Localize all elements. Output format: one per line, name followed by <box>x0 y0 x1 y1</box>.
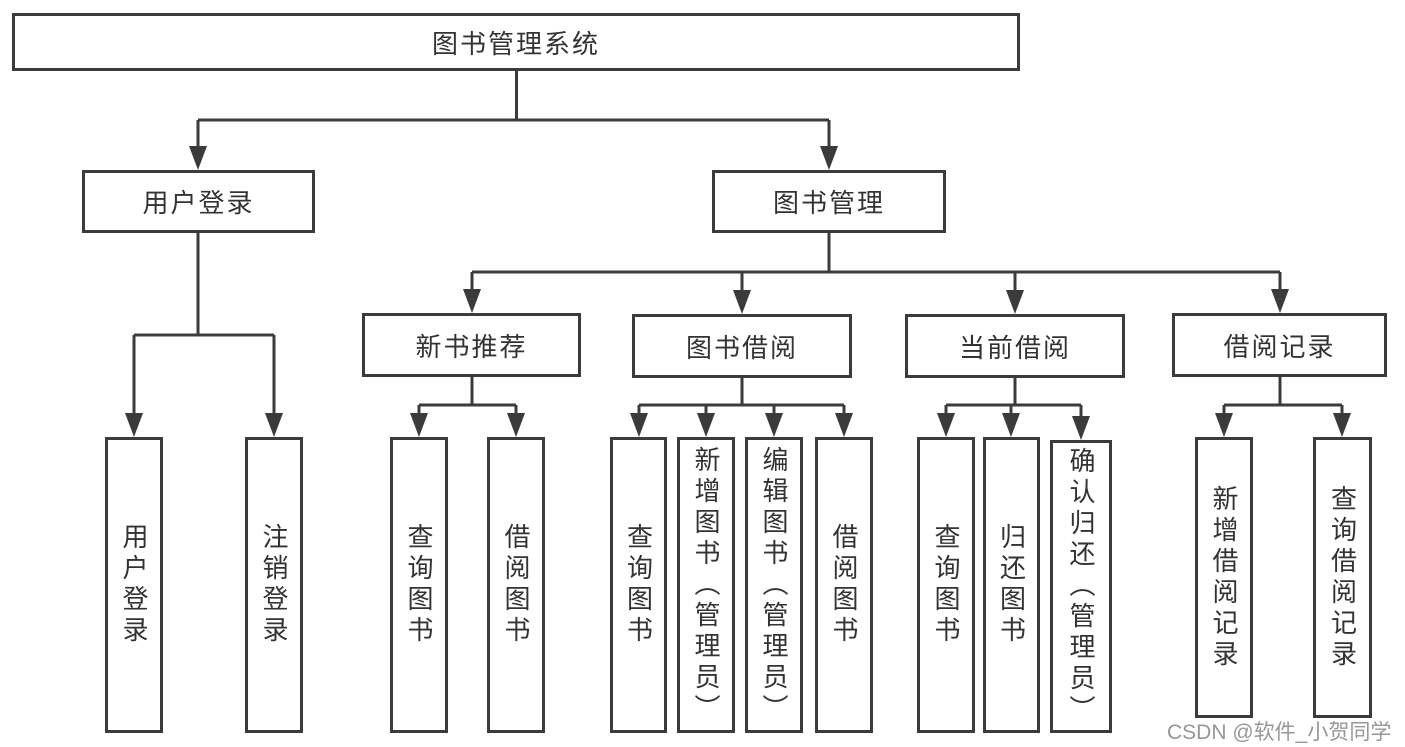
node-label: 图书管理系统 <box>431 28 600 59</box>
node-book-borrow: 图书借阅 <box>632 314 852 378</box>
leaf-record-query-record: 查询借阅记录 <box>1313 437 1372 718</box>
arrow-to-borrow-record <box>1271 289 1289 313</box>
arrow-to-book-borrow <box>733 290 751 314</box>
arrow-to-leaf-bb-borrow <box>835 413 853 437</box>
edge-login-to-leaves <box>132 233 276 417</box>
node-label: 图书借阅 <box>685 332 798 363</box>
edge-borrow-to-leaves <box>637 378 846 417</box>
arrow-to-leaf-logout <box>265 413 283 437</box>
leaf-user-login: 用户登录 <box>105 437 163 733</box>
node-label: 借阅图书 <box>829 523 859 647</box>
csdn-watermark: CSDN @软件_小贺同学 <box>1167 721 1392 744</box>
arrow-to-user-login <box>189 146 207 170</box>
arrow-to-leaf-bb-add <box>697 413 715 437</box>
node-label: 查询借阅记录 <box>1327 484 1358 671</box>
node-label: 新书推荐 <box>415 331 528 362</box>
node-label: 查询图书 <box>404 523 434 647</box>
edge-record-to-leaves <box>1222 377 1344 417</box>
leaf-current-return-book: 归还图书 <box>983 437 1040 733</box>
node-label: 新增图书（管理员） <box>691 445 721 725</box>
edge-rec-to-leaves <box>417 377 518 417</box>
node-label: 当前借阅 <box>958 332 1071 363</box>
node-user-login-group: 用户登录 <box>82 170 315 233</box>
leaf-record-add-record: 新增借阅记录 <box>1195 437 1253 718</box>
node-label: 用户登录 <box>119 523 149 647</box>
leaf-recommend-borrow-book: 借阅图书 <box>487 437 545 733</box>
edge-mgmt-to-level3 <box>470 233 1282 293</box>
edge-current-to-leaves <box>944 378 1083 420</box>
arrow-to-leaf-br-query <box>1333 413 1351 437</box>
arrow-to-leaf-bb-edit <box>765 413 783 437</box>
arrow-to-leaf-cb-query <box>937 413 955 437</box>
arrow-to-current-borrow <box>1006 290 1024 314</box>
arrow-to-leaf-br-add <box>1215 413 1233 437</box>
arrow-to-leaf-cb-confirm <box>1072 416 1090 440</box>
node-current-borrow: 当前借阅 <box>905 314 1125 378</box>
leaf-borrow-query-book: 查询图书 <box>610 437 667 733</box>
node-label: 归还图书 <box>996 523 1027 647</box>
node-library-management-system: 图书管理系统 <box>12 13 1020 71</box>
node-label: 注销登录 <box>259 523 289 647</box>
leaf-current-confirm-return-admin: 确认归还（管理员） <box>1050 440 1112 733</box>
node-label: 用户登录 <box>142 188 255 218</box>
leaf-borrow-add-book-admin: 新增图书（管理员） <box>677 437 735 733</box>
node-label: 编辑图书（管理员） <box>759 445 789 725</box>
leaf-current-query-book: 查询图书 <box>917 437 975 733</box>
leaf-borrow-edit-book-admin: 编辑图书（管理员） <box>745 437 803 733</box>
node-borrow-record: 借阅记录 <box>1172 313 1387 377</box>
arrow-to-leaf-rec-query <box>410 413 428 437</box>
node-new-book-recommend: 新书推荐 <box>362 313 581 377</box>
node-label: 确认归还（管理员） <box>1066 447 1096 726</box>
leaf-logout: 注销登录 <box>245 437 303 733</box>
leaf-recommend-query-book: 查询图书 <box>390 437 448 733</box>
node-label: 借阅图书 <box>501 523 531 647</box>
node-label: 图书管理 <box>772 188 885 218</box>
arrow-to-leaf-cb-return <box>1002 413 1020 437</box>
arrow-to-leaf-rec-borrow <box>507 413 525 437</box>
arrow-to-leaf-user-login <box>125 413 143 437</box>
arrow-to-book-mgmt <box>820 146 838 170</box>
arrow-to-leaf-bb-query <box>630 413 648 437</box>
edge-root-to-level2 <box>196 71 831 152</box>
node-label: 查询图书 <box>623 523 654 647</box>
leaf-borrow-borrow-book: 借阅图书 <box>815 437 873 733</box>
node-label: 查询图书 <box>931 523 961 647</box>
node-label: 借阅记录 <box>1223 331 1336 362</box>
node-book-management: 图书管理 <box>712 170 946 233</box>
arrow-to-new-book-rec <box>463 289 481 313</box>
node-label: 新增借阅记录 <box>1209 484 1239 671</box>
